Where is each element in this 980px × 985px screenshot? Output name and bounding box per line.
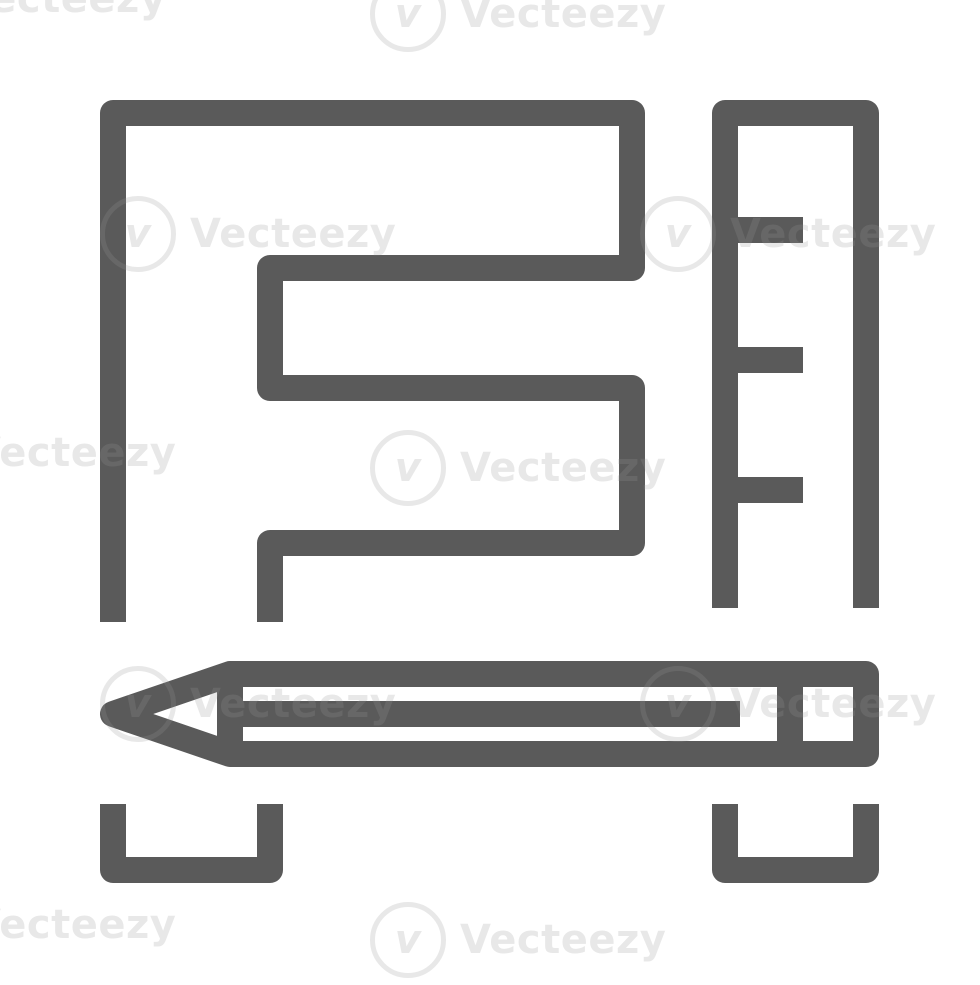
left-bracket-icon bbox=[100, 804, 283, 883]
right-bracket-icon bbox=[712, 804, 879, 883]
pencil-icon bbox=[100, 661, 879, 767]
floor-plan-outline-icon bbox=[100, 100, 645, 622]
